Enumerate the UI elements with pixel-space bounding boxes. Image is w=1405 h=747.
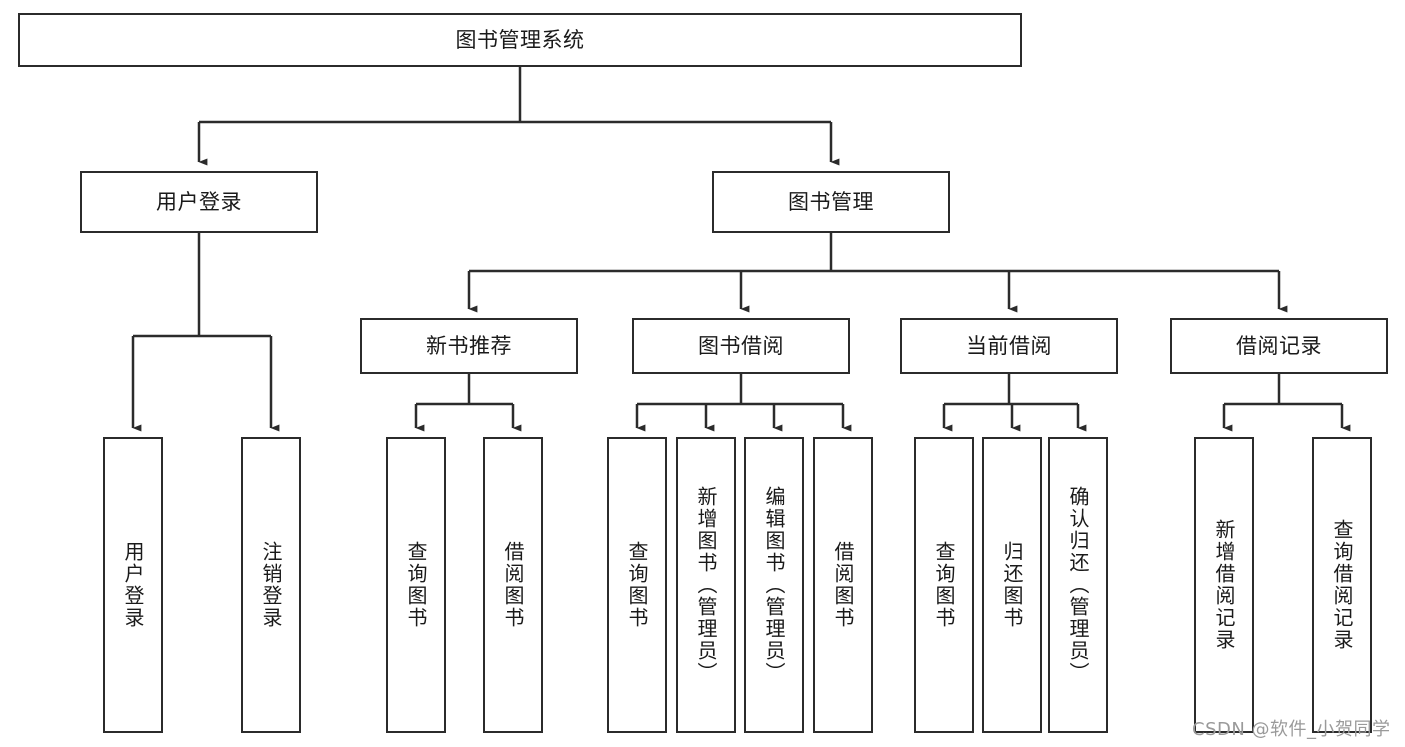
connector-userlogin-to-leaves <box>131 233 280 432</box>
node-leaf-query-book-3[interactable]: 查询图书 <box>914 437 974 733</box>
node-book-management-label: 图书管理 <box>788 189 874 214</box>
node-leaf-edit-book-label: 编辑图书（管理员） <box>762 486 786 684</box>
node-leaf-user-login-label: 用户登录 <box>121 541 145 629</box>
node-leaf-query-book-3-label: 查询图书 <box>932 541 956 629</box>
connector-currentborrow-to-leaves <box>942 374 1087 432</box>
node-leaf-borrow-book-1-label: 借阅图书 <box>501 541 525 629</box>
node-book-management[interactable]: 图书管理 <box>712 171 950 233</box>
connector-records-to-leaves <box>1222 374 1351 432</box>
node-leaf-query-book-1-label: 查询图书 <box>404 541 428 629</box>
connector-newbook-to-leaves <box>414 374 522 432</box>
node-leaf-confirm-return[interactable]: 确认归还（管理员） <box>1048 437 1108 733</box>
node-leaf-add-book[interactable]: 新增图书（管理员） <box>676 437 736 733</box>
node-borrow-records-label: 借阅记录 <box>1236 333 1322 358</box>
node-book-borrow[interactable]: 图书借阅 <box>632 318 850 374</box>
node-leaf-confirm-return-label: 确认归还（管理员） <box>1066 486 1090 684</box>
node-leaf-logout-label: 注销登录 <box>259 541 283 629</box>
connector-bookborrow-to-leaves <box>635 374 852 432</box>
node-leaf-add-record[interactable]: 新增借阅记录 <box>1194 437 1254 733</box>
connector-bookmgmt-to-level3 <box>467 233 1288 313</box>
node-new-book-recommend[interactable]: 新书推荐 <box>360 318 578 374</box>
node-leaf-add-book-label: 新增图书（管理员） <box>694 486 718 684</box>
node-leaf-logout[interactable]: 注销登录 <box>241 437 301 733</box>
node-current-borrow[interactable]: 当前借阅 <box>900 318 1118 374</box>
node-leaf-query-book-2-label: 查询图书 <box>625 541 649 629</box>
node-current-borrow-label: 当前借阅 <box>966 333 1052 358</box>
node-user-login-label: 用户登录 <box>156 189 242 214</box>
node-leaf-query-book-2[interactable]: 查询图书 <box>607 437 667 733</box>
node-user-login[interactable]: 用户登录 <box>80 171 318 233</box>
node-leaf-add-record-label: 新增借阅记录 <box>1212 519 1236 651</box>
node-leaf-query-record-label: 查询借阅记录 <box>1330 519 1354 651</box>
connector-root-to-level2 <box>197 67 840 166</box>
node-book-borrow-label: 图书借阅 <box>698 333 784 358</box>
node-leaf-borrow-book-2-label: 借阅图书 <box>831 541 855 629</box>
node-new-book-recommend-label: 新书推荐 <box>426 333 512 358</box>
node-leaf-query-record[interactable]: 查询借阅记录 <box>1312 437 1372 733</box>
node-leaf-borrow-book-1[interactable]: 借阅图书 <box>483 437 543 733</box>
node-leaf-return-book[interactable]: 归还图书 <box>982 437 1042 733</box>
node-root-label: 图书管理系统 <box>455 27 585 52</box>
csdn-watermark: CSDN @软件_小贺同学 <box>1192 719 1391 740</box>
node-root-system[interactable]: 图书管理系统 <box>18 13 1022 67</box>
node-leaf-user-login[interactable]: 用户登录 <box>103 437 163 733</box>
node-leaf-edit-book[interactable]: 编辑图书（管理员） <box>744 437 804 733</box>
node-leaf-borrow-book-2[interactable]: 借阅图书 <box>813 437 873 733</box>
node-leaf-query-book-1[interactable]: 查询图书 <box>386 437 446 733</box>
node-leaf-return-book-label: 归还图书 <box>1000 541 1024 629</box>
node-borrow-records[interactable]: 借阅记录 <box>1170 318 1388 374</box>
